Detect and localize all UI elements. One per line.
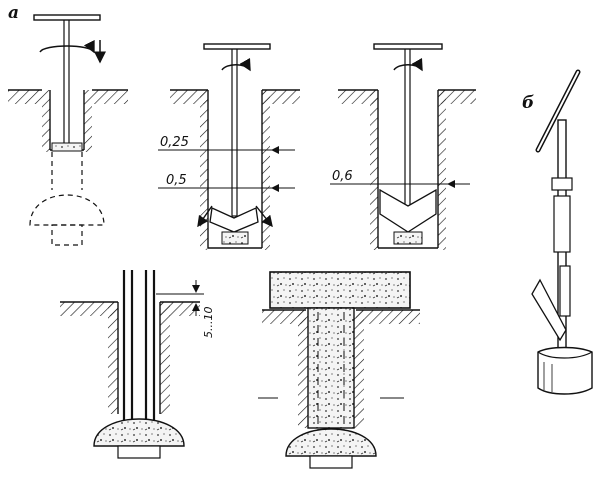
- pile-shaft: [307, 307, 355, 429]
- auger-bit: [51, 142, 83, 152]
- tool-blade-left: [531, 278, 567, 342]
- grillage-beam: [269, 271, 411, 309]
- step-1-drilling: а: [8, 3, 128, 246]
- soil-hatch: [298, 310, 308, 428]
- soil-hatch: [262, 90, 300, 104]
- auger-rod: [231, 45, 238, 217]
- blade-left-arrow-icon: [197, 205, 213, 228]
- soil-hatch: [438, 90, 476, 104]
- soil-hatch: [438, 90, 446, 250]
- tool-cup: [537, 346, 593, 395]
- soil-hatch: [42, 90, 50, 152]
- blade-right-arrow-icon: [255, 205, 273, 228]
- reamer-blades: [209, 207, 259, 233]
- step-4-reinforcement: 5...10: [60, 270, 215, 459]
- auger-rod: [404, 45, 411, 217]
- tool-blade-right: [559, 265, 571, 317]
- auger-handle: [33, 14, 101, 21]
- soil-hatch: [262, 310, 306, 324]
- auger-tool-panel-b: б: [522, 69, 593, 395]
- soil-hatch: [84, 90, 92, 152]
- soil-hatch: [60, 302, 118, 316]
- tool-sleeve: [553, 195, 571, 253]
- depth-label-1: 0,25: [160, 135, 189, 150]
- step-2-reaming: 0,25 0,5: [158, 43, 300, 250]
- future-bulb-outline: [29, 194, 105, 226]
- soil-hatch: [200, 90, 208, 250]
- concrete-bulb: [93, 418, 185, 447]
- future-base-outline: [51, 224, 83, 246]
- rotation-arrow-icon: [221, 57, 251, 72]
- soil-hatch: [160, 302, 170, 414]
- panel-a-label: а: [8, 3, 19, 23]
- auger-rod: [63, 17, 70, 147]
- auger-bit: [221, 231, 249, 245]
- soil-hatch: [8, 90, 42, 104]
- tool-cup-shading: [543, 362, 553, 392]
- soil-hatch: [262, 90, 270, 250]
- tool-cup-rim: [537, 351, 593, 359]
- soil-hatch: [108, 302, 118, 414]
- tool-handle-highlight: [537, 71, 579, 151]
- soil-hatch: [354, 310, 364, 428]
- dim-label-4: 5...10: [202, 307, 215, 339]
- concrete-bulb: [285, 428, 377, 457]
- future-shaft-outline: [51, 152, 83, 190]
- soil-hatch: [170, 90, 208, 104]
- rotation-arrow-icon: [39, 39, 95, 54]
- auger-handle: [203, 43, 271, 50]
- panel-b-label: б: [522, 93, 534, 113]
- depth-label-2: 0,5: [166, 173, 187, 188]
- bulb-base: [117, 445, 161, 459]
- step-3-widening: 0,6: [330, 43, 476, 250]
- depth-label-3: 0,6: [332, 169, 353, 184]
- auger-handle: [373, 43, 443, 50]
- soil-hatch: [338, 90, 378, 104]
- rotation-arrow-icon: [393, 57, 423, 72]
- soil-hatch: [356, 310, 420, 324]
- reamer-blades: [379, 188, 437, 233]
- auger-bit: [393, 231, 423, 245]
- bulb-base: [309, 455, 353, 469]
- soil-hatch: [370, 90, 378, 250]
- soil-hatch: [92, 90, 128, 104]
- tool-clamp: [551, 177, 573, 191]
- step-5-finished-pile: [258, 271, 420, 469]
